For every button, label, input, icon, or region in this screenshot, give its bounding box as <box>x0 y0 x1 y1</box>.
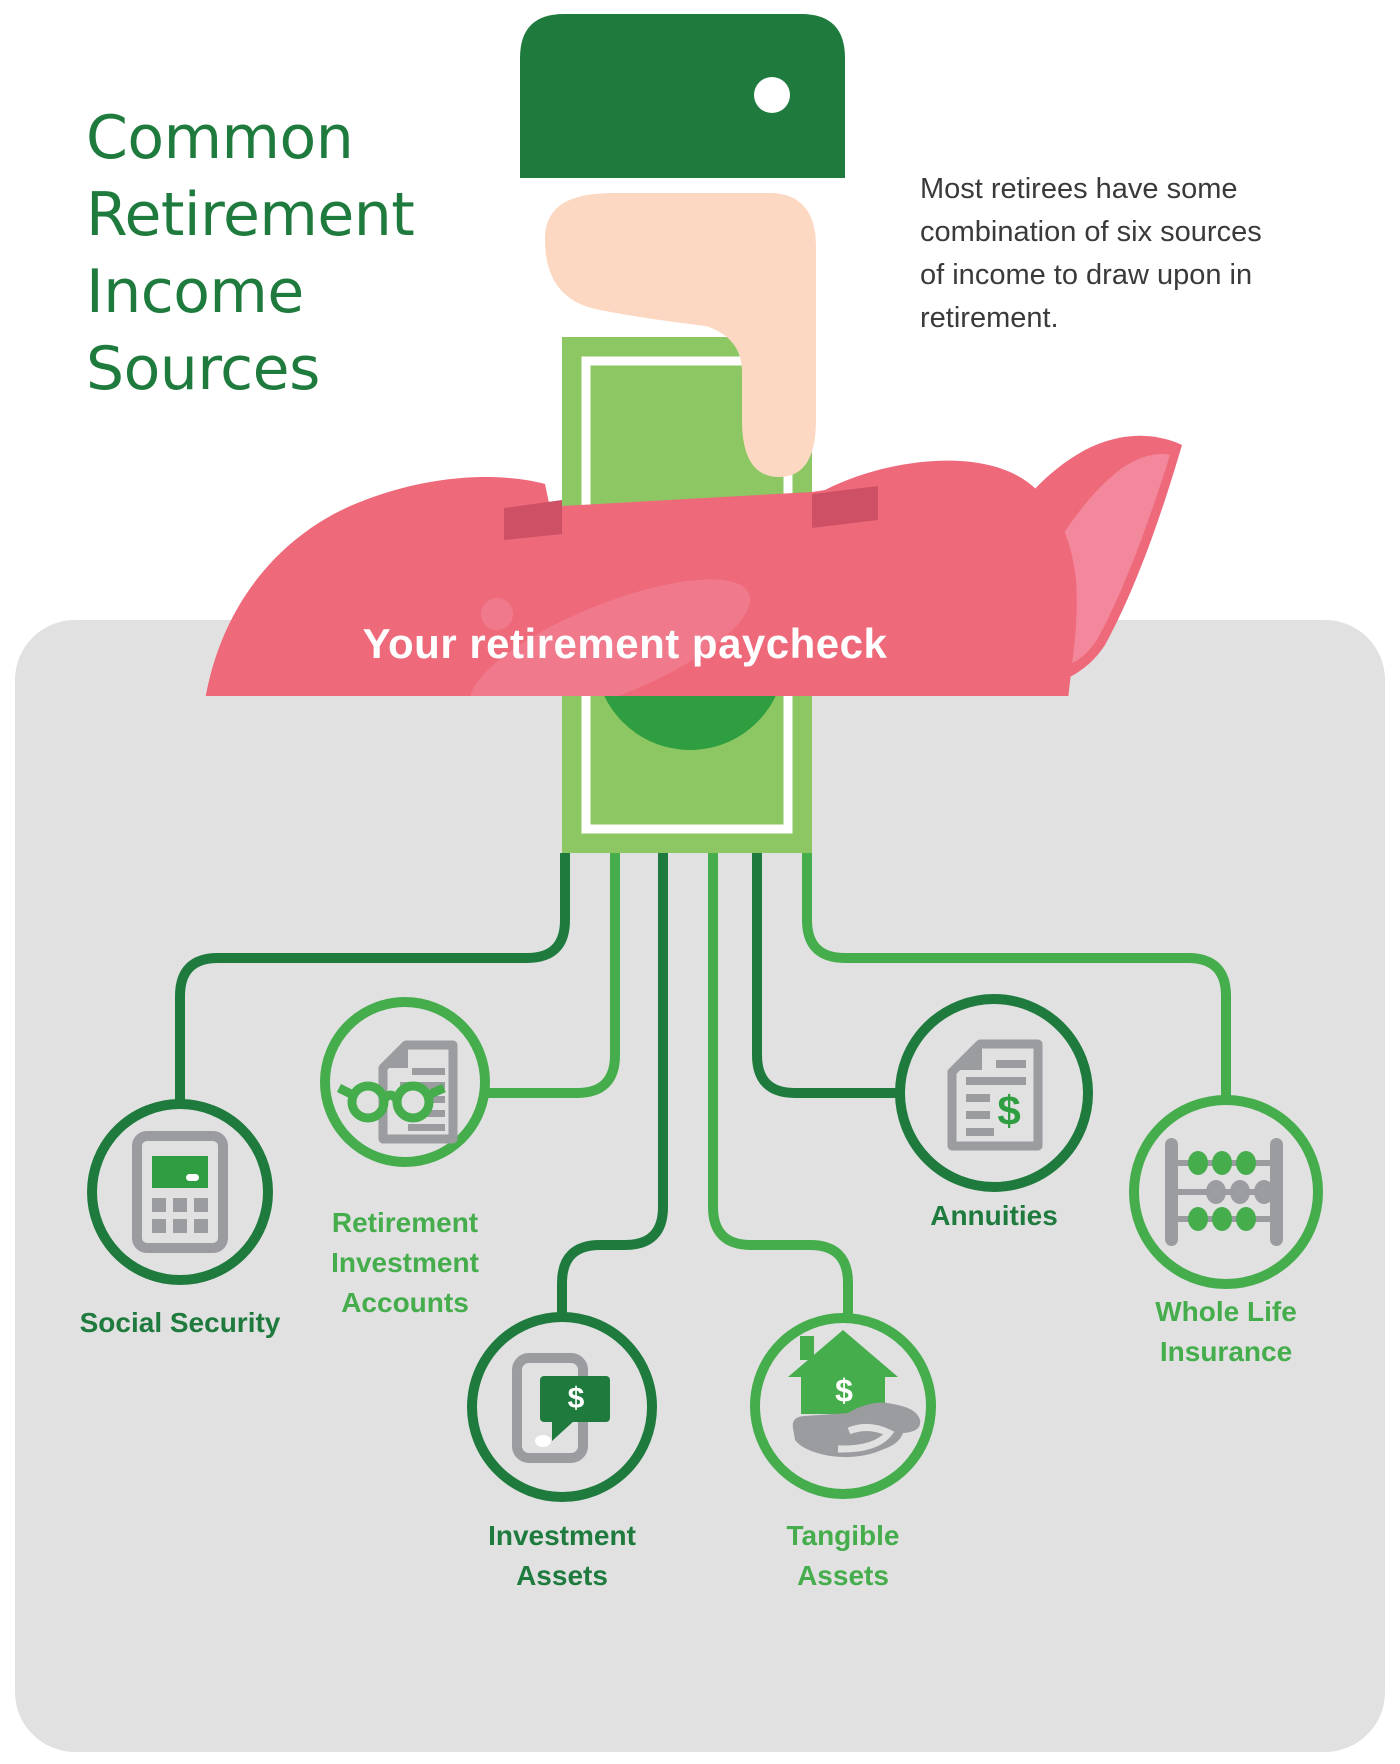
hand-with-bill <box>520 14 845 477</box>
piggy-bank-banner: Your retirement paycheck <box>362 620 888 667</box>
label-annuities: Annuities <box>930 1200 1058 1231</box>
coin-slot-right <box>812 486 878 528</box>
phone-dollar-icon <box>512 1353 610 1463</box>
social-security-circle <box>87 1099 273 1285</box>
label-investment-assets: Investment Assets <box>488 1520 636 1591</box>
whole-life-circle <box>1129 1095 1323 1289</box>
label-whole-life: Whole Life Insurance <box>1155 1296 1297 1367</box>
abacus-icon <box>1165 1138 1283 1246</box>
investment-assets-circle <box>467 1312 657 1502</box>
cufflink <box>754 77 790 113</box>
background-panel <box>15 620 1385 1752</box>
label-retirement-accounts: Retirement Investment Accounts <box>331 1207 479 1318</box>
coin-slot-left <box>504 500 562 540</box>
connector-annuities <box>752 853 902 1098</box>
document-glasses-icon <box>336 1040 458 1144</box>
sleeve <box>520 14 845 178</box>
tangible-assets-circle <box>750 1313 936 1499</box>
connector-social-security <box>175 853 570 1104</box>
connector-whole-life <box>802 853 1231 1100</box>
hand <box>545 193 816 477</box>
calculator-icon <box>132 1131 228 1253</box>
source-circles <box>87 994 1323 1502</box>
retirement-accounts-circle <box>320 997 490 1167</box>
page-title: Common Retirement Income Sources <box>86 103 415 404</box>
pig-highlight <box>469 579 751 696</box>
connector-investment-assets <box>557 853 668 1317</box>
intro-text: Most retirees have some combination of s… <box>920 173 1262 334</box>
annuities-circle <box>895 994 1093 1192</box>
piggy-bank <box>205 435 1182 696</box>
label-social-security: Social Security <box>79 1307 281 1338</box>
bubble-dollar-sign: $ <box>567 1382 585 1415</box>
document-dollar-icon <box>947 1039 1043 1151</box>
connector-retirement-accounts <box>486 853 620 1098</box>
label-tangible-assets: Tangible Assets <box>786 1520 900 1591</box>
house-dollar-sign: $ <box>835 1372 853 1409</box>
house-in-hand-icon <box>788 1330 921 1458</box>
connector-lines <box>175 853 1231 1318</box>
connector-tangible-assets <box>708 853 853 1318</box>
annuity-dollar-sign: $ <box>997 1087 1021 1134</box>
